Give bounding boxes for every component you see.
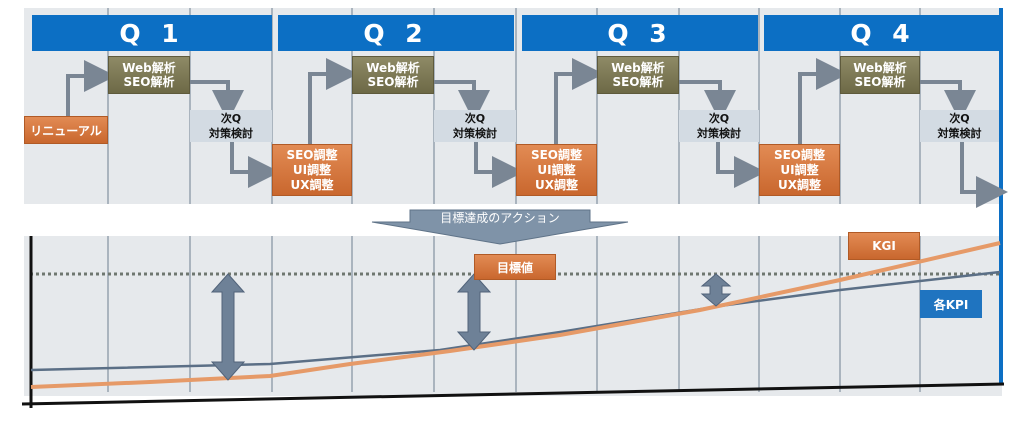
flow-arrows <box>66 58 1008 208</box>
action-banner-arrow <box>371 209 629 245</box>
analysis-box-q1: Web解析 SEO解析 <box>108 56 190 94</box>
action-banner-label: 目標達成のアクション <box>440 210 560 225</box>
x-axis <box>21 382 1005 406</box>
gap-arrow-q3 <box>700 273 732 307</box>
analysis-box-q3: Web解析 SEO解析 <box>597 56 679 94</box>
analysis-box-q2: Web解析 SEO解析 <box>352 56 434 94</box>
quarter-header-q3: Q 3 <box>522 15 758 51</box>
kgi-label: KGI <box>848 232 920 260</box>
tuning-box-q3: SEO調整 UI調整 UX調整 <box>516 144 597 196</box>
target-label: 目標値 <box>474 254 556 280</box>
next-q-box-q1: 次Q 対策検討 <box>190 110 272 142</box>
gap-arrows <box>210 273 732 381</box>
kpi-line <box>30 270 1001 372</box>
quarter-header-q4: Q 4 <box>764 15 1002 51</box>
quarter-header-q2: Q 2 <box>278 15 514 51</box>
kgi-line <box>30 241 1001 389</box>
right-edge-bar <box>999 8 1003 384</box>
next-q-box-q3: 次Q 対策検討 <box>679 110 759 142</box>
gap-arrow-q2 <box>456 273 492 351</box>
next-q-box-q4: 次Q 対策検討 <box>920 110 999 142</box>
analysis-box-q4: Web解析 SEO解析 <box>840 56 920 94</box>
tuning-box-q4: SEO調整 UI調整 UX調整 <box>759 144 840 196</box>
gap-arrow-q1 <box>210 273 246 381</box>
kpi-label: 各KPI <box>920 290 982 318</box>
quarter-header-q1: Q 1 <box>32 15 272 51</box>
tuning-box-q2: SEO調整 UI調整 UX調整 <box>272 144 352 196</box>
next-q-box-q2: 次Q 対策検討 <box>434 110 516 142</box>
renewal-box: リニューアル <box>24 116 108 144</box>
